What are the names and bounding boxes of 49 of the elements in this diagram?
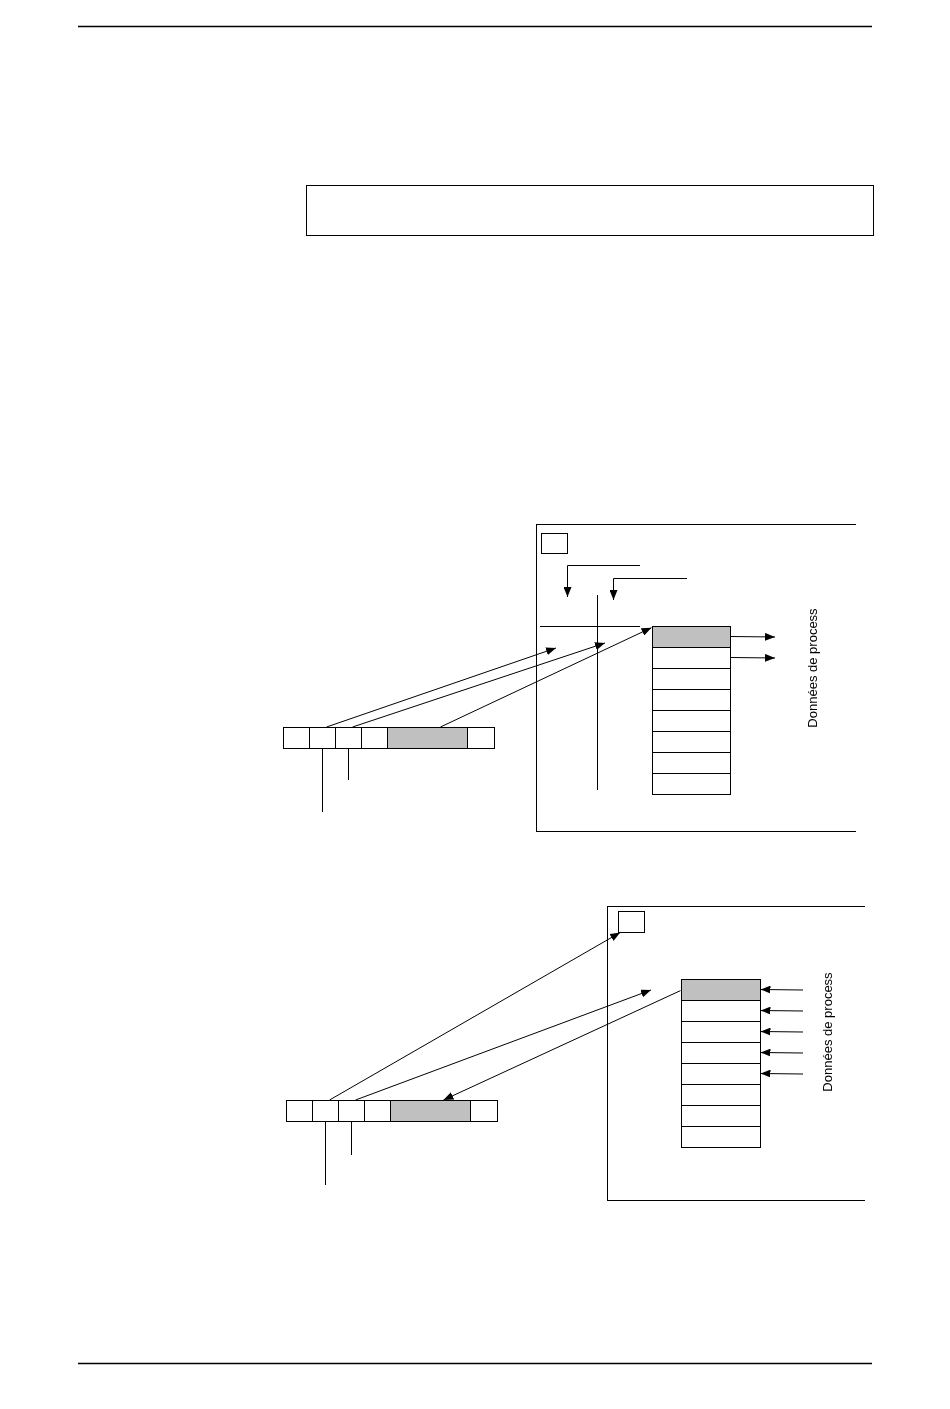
leader-line: [348, 748, 349, 781]
device-frame: [607, 906, 865, 1201]
leader-line: [325, 1121, 326, 1186]
note-frame: [306, 185, 874, 236]
vertical-label: Données de process: [805, 608, 819, 728]
register-row: [680, 1125, 761, 1148]
small-square: [617, 910, 645, 933]
register-row: [651, 667, 731, 690]
register-row: [680, 1041, 761, 1064]
arrow: [730, 632, 776, 641]
register-row: [680, 1062, 761, 1085]
telegram-field: [309, 727, 336, 749]
telegram-field: [312, 1100, 339, 1122]
device-frame: [536, 524, 856, 832]
telegram-field: [467, 727, 495, 749]
arrow: [352, 642, 606, 728]
data-field: [387, 727, 468, 749]
register-row: [651, 688, 731, 711]
vertical-label: Données de process: [820, 972, 834, 1092]
register-row: [680, 1020, 761, 1043]
arrow: [439, 627, 652, 728]
data-field: [390, 1100, 471, 1122]
telegram-field: [283, 727, 310, 749]
register-row: [680, 1083, 761, 1106]
register-row: [651, 772, 731, 795]
arrow: [760, 1048, 804, 1057]
arrow: [760, 1027, 804, 1036]
register-row: [680, 978, 761, 1001]
register-row: [680, 1104, 761, 1127]
arrow: [760, 1006, 804, 1015]
telegram-field: [470, 1100, 498, 1122]
arrow: [730, 653, 776, 662]
small-square: [540, 532, 568, 554]
arrow: [329, 932, 621, 1101]
register-row: [651, 625, 731, 648]
register-row: [651, 751, 731, 774]
telegram-field: [335, 727, 362, 749]
arrow: [760, 985, 804, 994]
telegram-field: [286, 1100, 313, 1122]
leader-line: [351, 1121, 352, 1156]
arrow: [442, 990, 681, 1101]
telegram-field: [338, 1100, 365, 1122]
register-row: [651, 709, 731, 732]
register-row: [651, 646, 731, 669]
arrow: [760, 1069, 804, 1078]
register-row: [680, 999, 761, 1022]
leader-line: [322, 748, 323, 813]
register-row: [651, 730, 731, 753]
arrow: [355, 989, 652, 1101]
